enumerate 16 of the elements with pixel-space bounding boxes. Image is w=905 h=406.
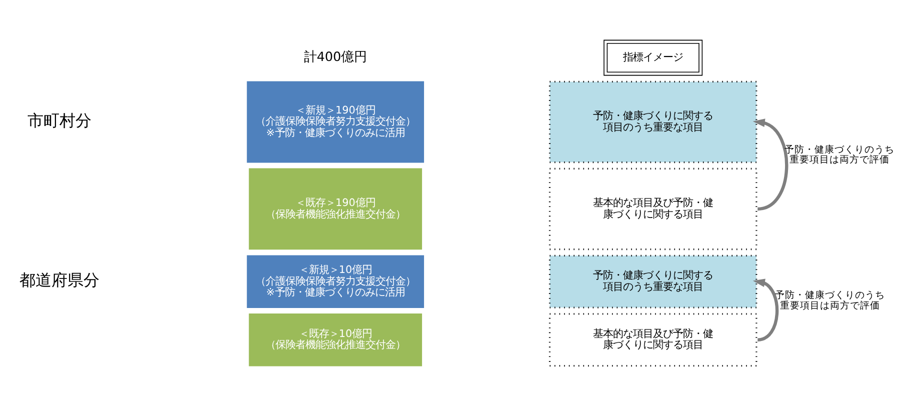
node-box: ＜新規＞190億円 （介護保険保険者努力支援交付金） ※予防・健康づくりのみに活用	[246, 81, 424, 163]
label: 都道府県分	[19, 270, 100, 290]
label: 市町村分	[27, 110, 92, 130]
label: 計400億円	[304, 50, 368, 65]
node-box: 基本的な項目及び予防・健康づくりに関する項目	[548, 168, 758, 250]
edge-label: 予防・健康づくりのうち重要項目は両方で評価	[775, 290, 886, 312]
node-box: 指標イメージ	[604, 40, 703, 76]
node-box: ＜既存＞10億円 （保険者機能強化推進交付金）	[248, 314, 422, 366]
node-box: ＜新規＞10億円 （介護保険保険者努力支援交付金） ※予防・健康づくりのみに活用	[246, 255, 424, 308]
node-box: ＜既存＞190億円 （保険者機能強化推進交付金）	[248, 168, 422, 250]
node-box: 基本的な項目及び予防・健康づくりに関する項目	[548, 313, 758, 367]
arrow	[752, 118, 788, 211]
node-box: 予防・健康づくりに関する項目のうち重要な項目	[548, 254, 758, 308]
edge-label: 予防・健康づくりのうち重要項目は両方で評価	[784, 144, 895, 166]
arrow	[752, 278, 779, 342]
node-box: 予防・健康づくりに関する項目のうち重要な項目	[548, 80, 758, 164]
